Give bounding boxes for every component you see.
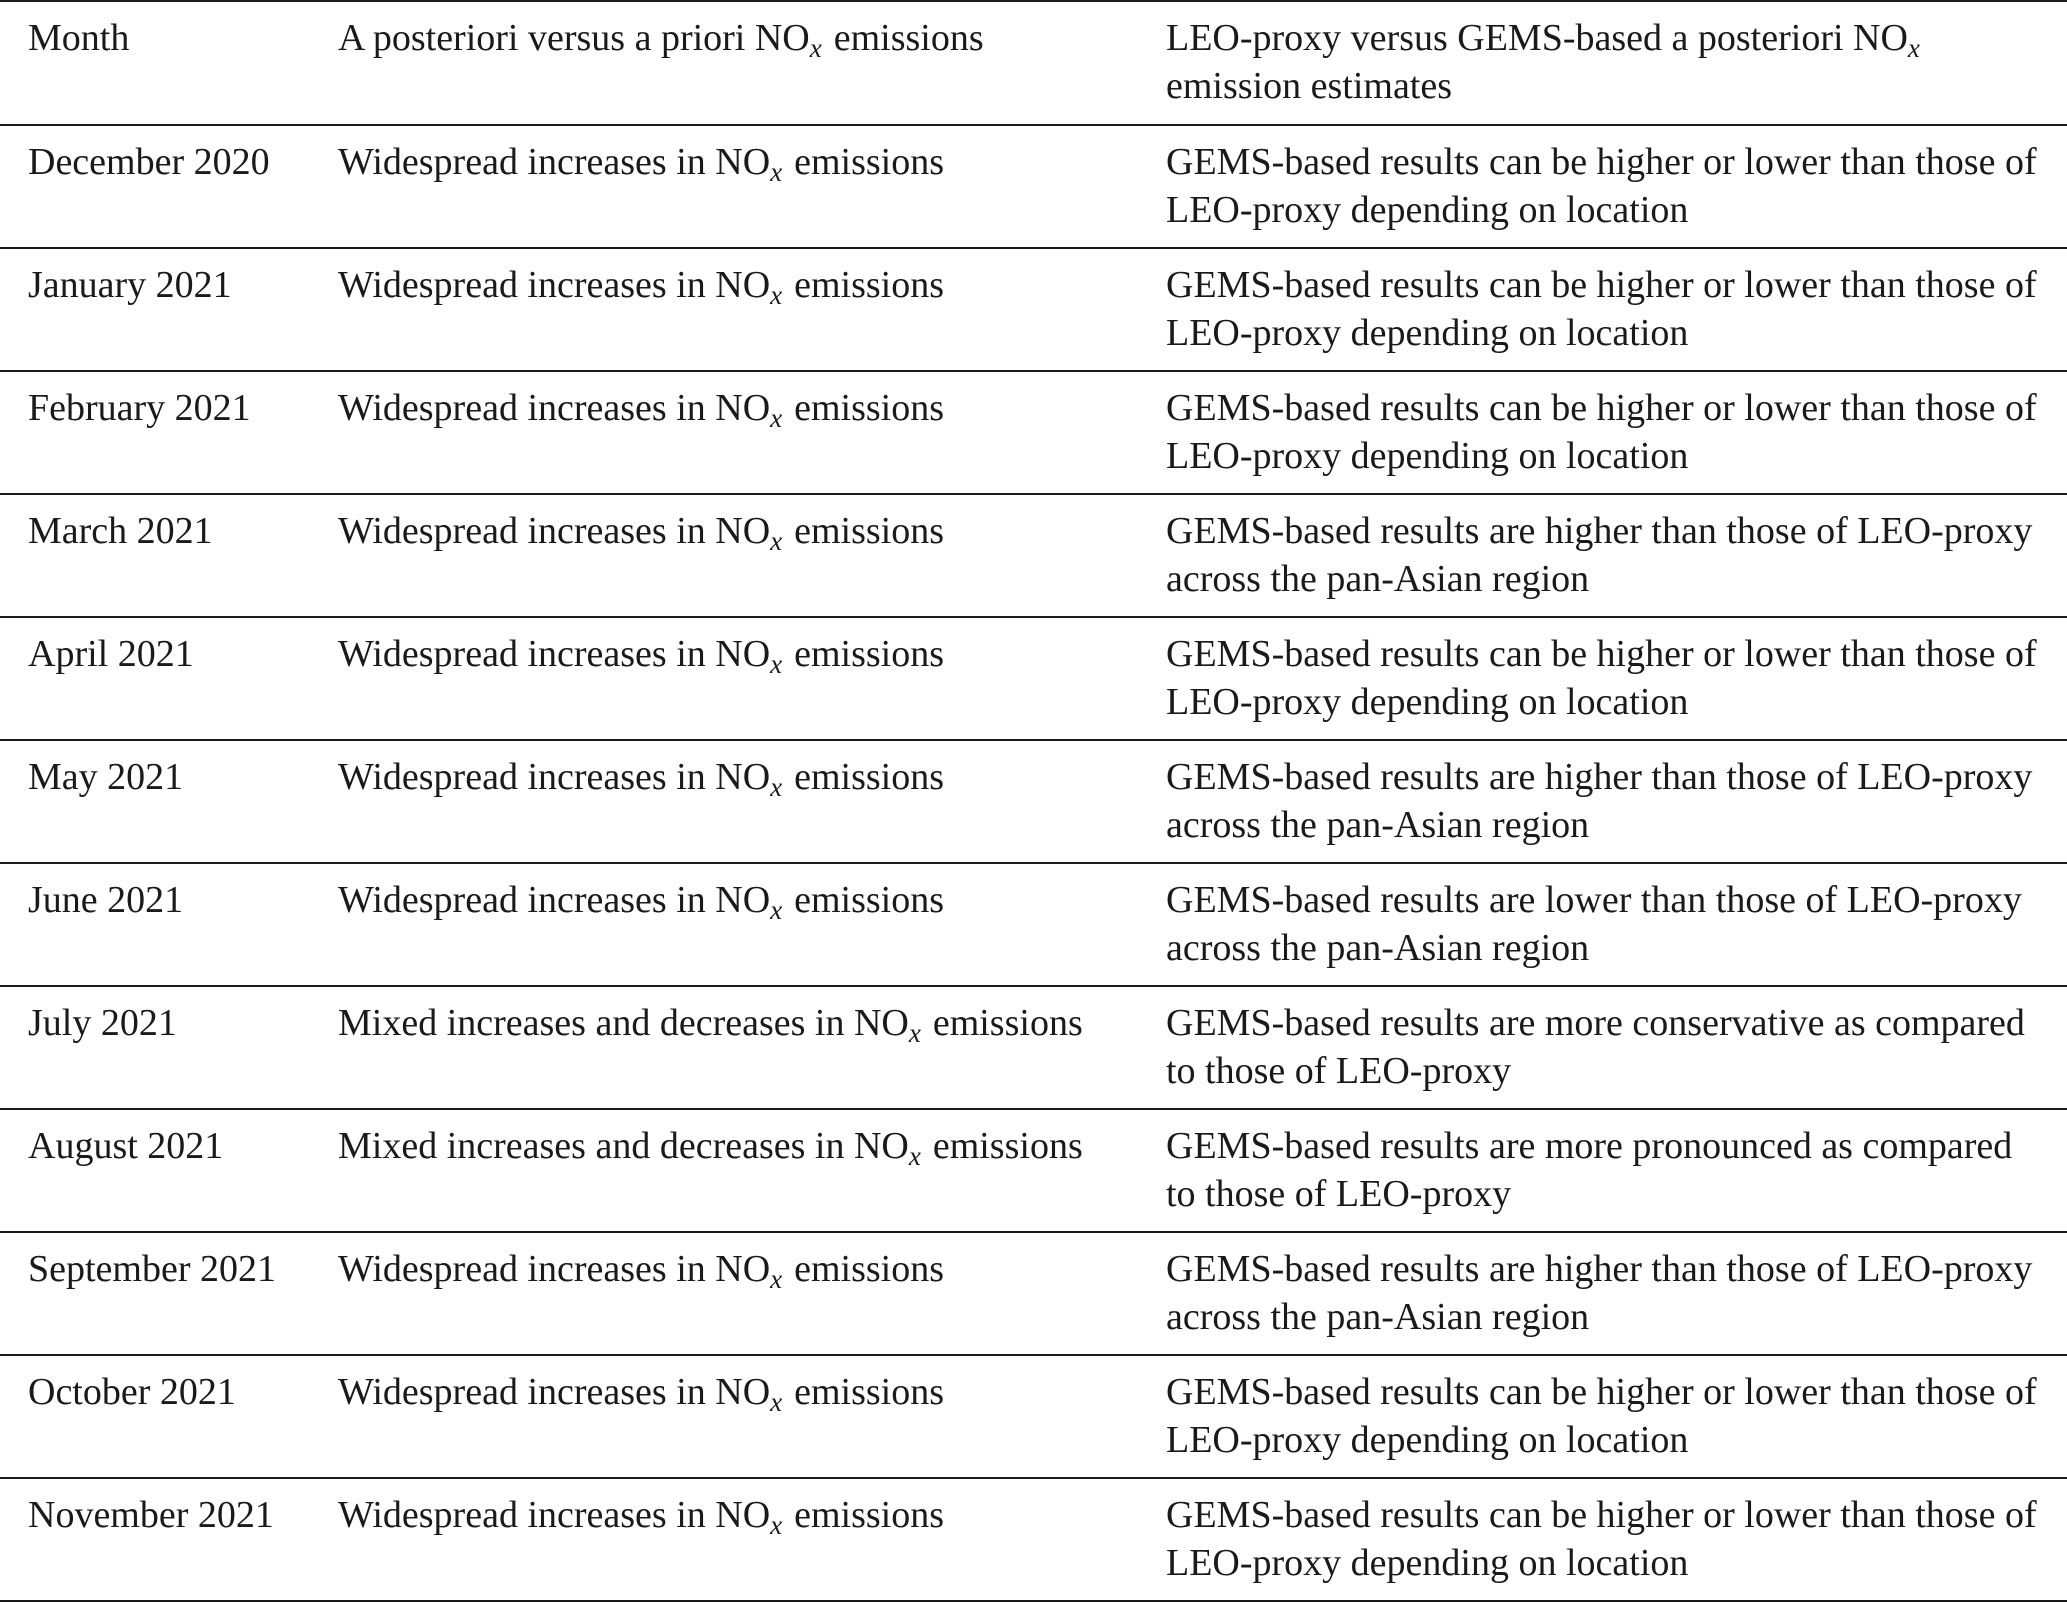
month-cell: August 2021: [0, 1109, 310, 1233]
header-b-suffix: emission estimates: [1166, 65, 1453, 107]
cell-a-suffix: emissions: [794, 1494, 945, 1536]
cell-a-suffix: emissions: [794, 1371, 945, 1413]
cell-a-prefix: Widespread increases in NO: [338, 633, 771, 675]
cell-a-prefix: Mixed increases and decreases in NO: [338, 1002, 909, 1044]
header-a-prefix: A posteriori versus a priori NO: [338, 17, 810, 59]
leo-vs-gems-cell: GEMS-based results can be higher or lowe…: [1138, 617, 2067, 741]
cell-a-subscript: x: [908, 1141, 921, 1171]
leo-vs-gems-cell: GEMS-based results can be higher or lowe…: [1138, 248, 2067, 372]
posteriori-vs-priori-cell: Widespread increases in NOx emissions: [310, 248, 1138, 372]
leo-vs-gems-cell: GEMS-based results can be higher or lowe…: [1138, 1355, 2067, 1479]
cell-a-subscript: x: [770, 403, 783, 433]
leo-vs-gems-cell: GEMS-based results can be higher or lowe…: [1138, 1478, 2067, 1602]
cell-a-prefix: Widespread increases in NO: [338, 756, 771, 798]
table-row: February 2021 Widespread increases in NO…: [0, 371, 2067, 495]
cell-a-suffix: emissions: [794, 510, 945, 552]
cell-a-prefix: Widespread increases in NO: [338, 1371, 771, 1413]
cell-a-suffix: emissions: [794, 141, 945, 183]
table-row: January 2021 Widespread increases in NOx…: [0, 248, 2067, 372]
month-cell: May 2021: [0, 740, 310, 864]
cell-a-prefix: Widespread increases in NO: [338, 879, 771, 921]
cell-a-subscript: x: [908, 1018, 921, 1048]
header-b-subscript: x: [1907, 33, 1920, 63]
header-a-suffix: emissions: [833, 17, 984, 59]
month-cell: September 2021: [0, 1232, 310, 1356]
cell-a-subscript: x: [770, 1264, 783, 1294]
posteriori-vs-priori-cell: Widespread increases in NOx emissions: [310, 1232, 1138, 1356]
header-b-prefix: LEO-proxy versus GEMS-based a posteriori…: [1166, 17, 1908, 59]
leo-vs-gems-cell: GEMS-based results are lower than those …: [1138, 863, 2067, 987]
posteriori-vs-priori-cell: Widespread increases in NOx emissions: [310, 617, 1138, 741]
leo-vs-gems-cell: GEMS-based results can be higher or lowe…: [1138, 371, 2067, 495]
month-cell: December 2020: [0, 125, 310, 249]
table-row: September 2021 Widespread increases in N…: [0, 1232, 2067, 1356]
cell-a-suffix: emissions: [794, 756, 945, 798]
posteriori-vs-priori-cell: Widespread increases in NOx emissions: [310, 494, 1138, 618]
cell-a-suffix: emissions: [794, 387, 945, 429]
leo-vs-gems-cell: GEMS-based results can be higher or lowe…: [1138, 125, 2067, 249]
month-cell: October 2021: [0, 1355, 310, 1479]
posteriori-vs-priori-cell: Widespread increases in NOx emissions: [310, 371, 1138, 495]
cell-a-suffix: emissions: [794, 633, 945, 675]
posteriori-vs-priori-cell: Widespread increases in NOx emissions: [310, 740, 1138, 864]
leo-vs-gems-cell: GEMS-based results are more pronounced a…: [1138, 1109, 2067, 1233]
month-cell: February 2021: [0, 371, 310, 495]
header-month: Month: [0, 0, 310, 126]
leo-vs-gems-cell: GEMS-based results are higher than those…: [1138, 494, 2067, 618]
cell-a-subscript: x: [770, 895, 783, 925]
cell-a-suffix: emissions: [932, 1002, 1083, 1044]
table-row: July 2021 Mixed increases and decreases …: [0, 986, 2067, 1110]
cell-a-prefix: Widespread increases in NO: [338, 1248, 771, 1290]
cell-a-suffix: emissions: [794, 1248, 945, 1290]
cell-a-subscript: x: [770, 526, 783, 556]
cell-a-subscript: x: [770, 649, 783, 679]
cell-a-prefix: Widespread increases in NO: [338, 141, 771, 183]
month-cell: July 2021: [0, 986, 310, 1110]
cell-a-subscript: x: [770, 280, 783, 310]
leo-vs-gems-cell: GEMS-based results are higher than those…: [1138, 740, 2067, 864]
table-body: December 2020 Widespread increases in NO…: [0, 125, 2067, 1602]
cell-a-subscript: x: [770, 1510, 783, 1540]
month-cell: November 2021: [0, 1478, 310, 1602]
month-cell: March 2021: [0, 494, 310, 618]
cell-a-prefix: Widespread increases in NO: [338, 264, 771, 306]
cell-a-prefix: Widespread increases in NO: [338, 510, 771, 552]
month-cell: April 2021: [0, 617, 310, 741]
month-cell: January 2021: [0, 248, 310, 372]
table-row: November 2021 Widespread increases in NO…: [0, 1478, 2067, 1602]
cell-a-subscript: x: [770, 772, 783, 802]
cell-a-prefix: Mixed increases and decreases in NO: [338, 1125, 909, 1167]
posteriori-vs-priori-cell: Widespread increases in NOx emissions: [310, 1478, 1138, 1602]
cell-a-subscript: x: [770, 1387, 783, 1417]
table-row: August 2021 Mixed increases and decrease…: [0, 1109, 2067, 1233]
leo-vs-gems-cell: GEMS-based results are higher than those…: [1138, 1232, 2067, 1356]
header-a-subscript: x: [809, 33, 822, 63]
header-leo-vs-gems: LEO-proxy versus GEMS-based a posteriori…: [1138, 0, 2067, 126]
month-cell: June 2021: [0, 863, 310, 987]
cell-a-prefix: Widespread increases in NO: [338, 1494, 771, 1536]
posteriori-vs-priori-cell: Widespread increases in NOx emissions: [310, 1355, 1138, 1479]
cell-a-suffix: emissions: [794, 264, 945, 306]
header-posteriori-vs-priori: A posteriori versus a priori NOx emission…: [310, 0, 1138, 126]
posteriori-vs-priori-cell: Widespread increases in NOx emissions: [310, 863, 1138, 987]
cell-a-suffix: emissions: [794, 879, 945, 921]
table-row: December 2020 Widespread increases in NO…: [0, 125, 2067, 249]
table-row: October 2021 Widespread increases in NOx…: [0, 1355, 2067, 1479]
posteriori-vs-priori-cell: Widespread increases in NOx emissions: [310, 125, 1138, 249]
cell-a-subscript: x: [770, 157, 783, 187]
leo-vs-gems-cell: GEMS-based results are more conservative…: [1138, 986, 2067, 1110]
cell-a-suffix: emissions: [932, 1125, 1083, 1167]
cell-a-prefix: Widespread increases in NO: [338, 387, 771, 429]
